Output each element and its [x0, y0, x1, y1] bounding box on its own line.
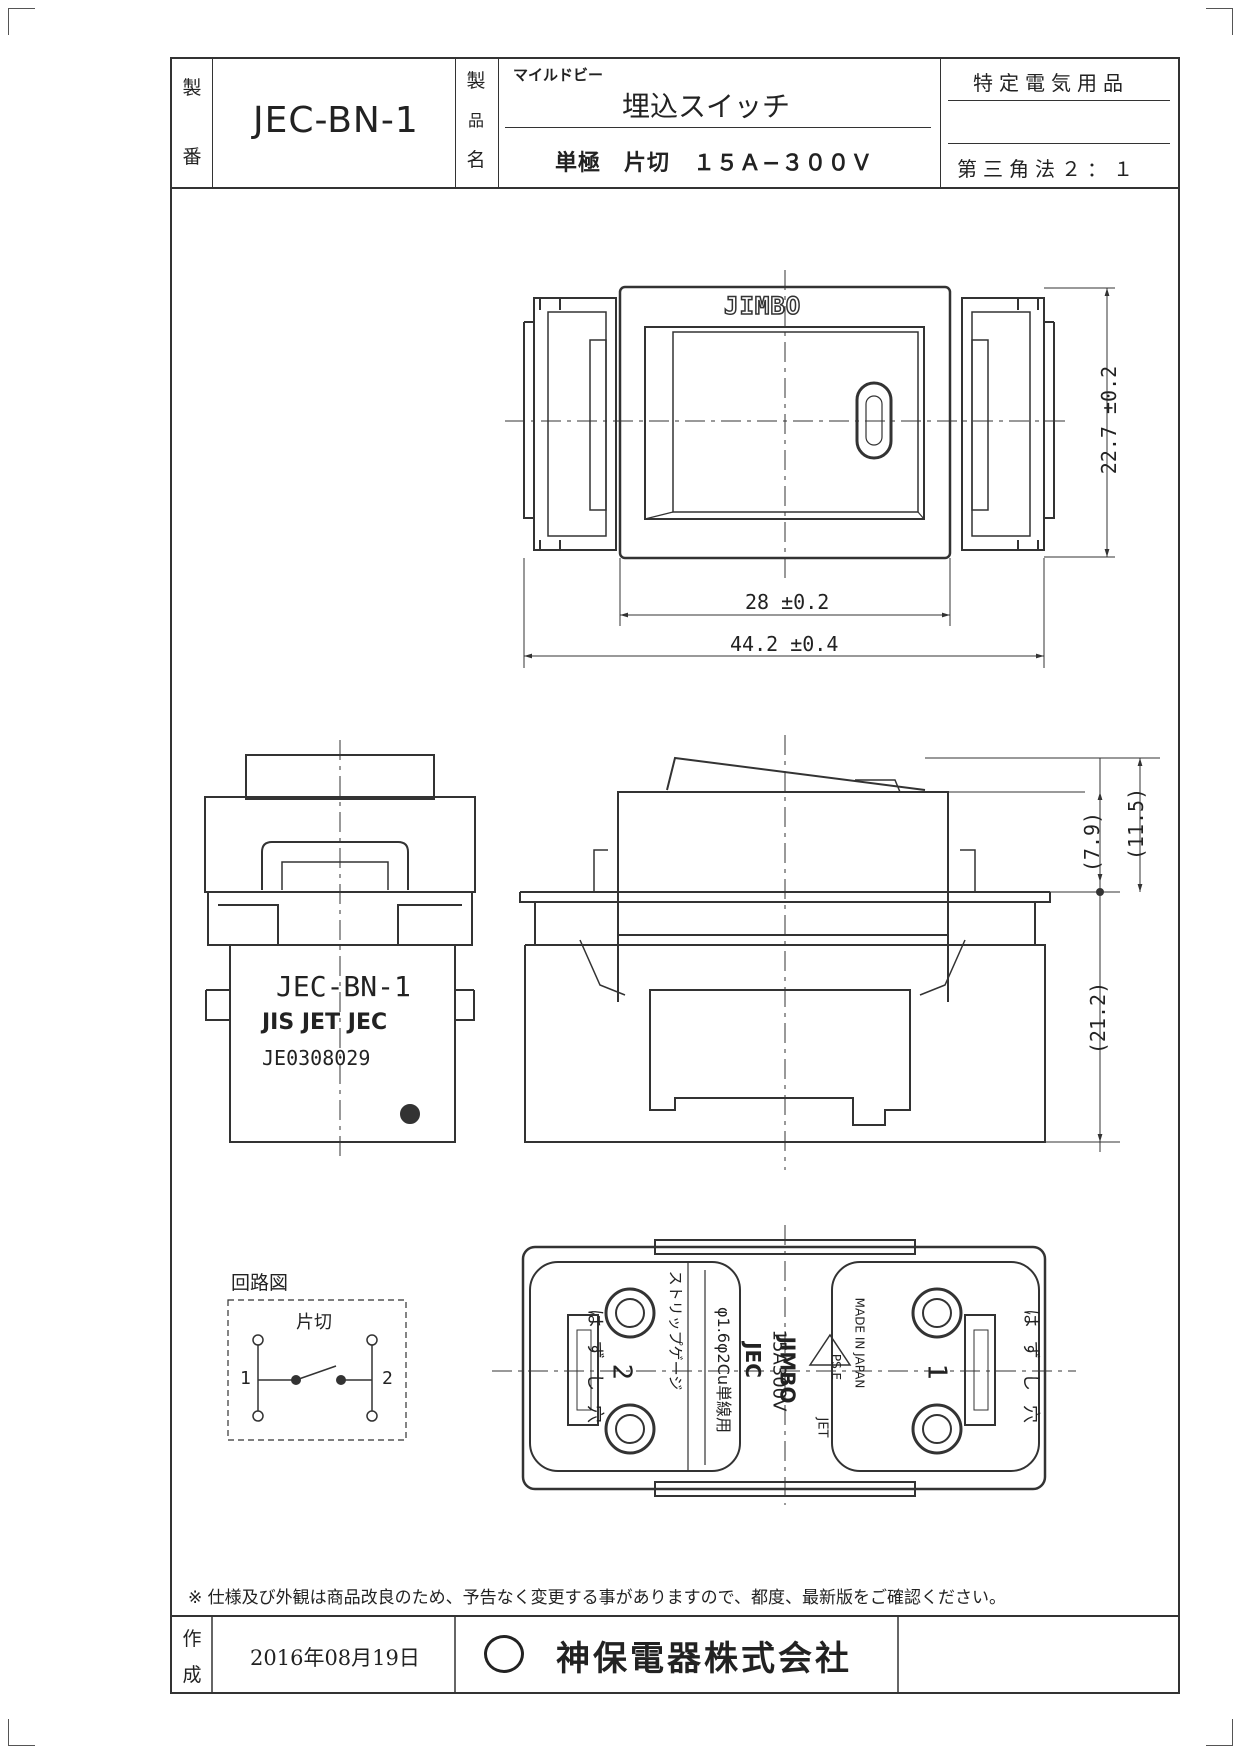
dim-width-outer: 44.2 ±0.4 — [730, 632, 839, 656]
wire-note: φ1.6φ2Cu単線用 — [714, 1306, 734, 1434]
series-name: マイルドビー — [513, 66, 604, 84]
product-label-1: 製 — [466, 70, 486, 92]
jet-label: JET — [814, 1417, 830, 1438]
dim-width-inner: 28 ±0.2 — [745, 590, 830, 614]
origin-label: MADE IN JAPAN — [852, 1297, 867, 1389]
terminal-1-label: 1 — [921, 1363, 952, 1381]
disclaimer-note: ※ 仕様及び外観は商品改良のため、予告なく変更する事がありますので、都度、最新版… — [188, 1588, 1006, 1608]
made-label-2: 成 — [182, 1664, 202, 1686]
creation-date: 2016年08月19日 — [250, 1646, 420, 1670]
pse-mark: PS E — [829, 1353, 844, 1381]
crop-mark-tl — [8, 8, 35, 35]
dim-11-5: (11.5) — [1124, 787, 1149, 861]
company-logo — [484, 1635, 524, 1673]
made-label-1: 作 — [182, 1628, 202, 1650]
side-model: JEC-BN-1 — [276, 970, 411, 1003]
product-label-2: 品 — [467, 111, 484, 130]
product-label-3: 名 — [466, 149, 486, 171]
side-view-right — [519, 735, 1160, 1170]
drawing-frame — [170, 57, 1180, 1694]
dim-7-9: (7.9) — [1080, 811, 1105, 873]
part-no-label-1: 製 — [182, 77, 202, 99]
hole-label-right: はずし穴 — [1020, 1309, 1041, 1437]
dim-21-2: (21.2) — [1086, 981, 1111, 1055]
product-spec: 単極 片切 １５Ａ−３００Ｖ — [555, 151, 874, 176]
front-view — [505, 270, 1115, 668]
side-view-left — [204, 740, 476, 1160]
projection-scale: 第三角法２：１ — [957, 157, 1139, 181]
back-view — [492, 1225, 1076, 1505]
strip-gauge-label: ストリップゲージ — [666, 1270, 685, 1391]
company-name: 神保電器株式会社 — [556, 1639, 852, 1679]
crop-mark-tr — [1206, 8, 1233, 35]
circuit-type: 片切 — [296, 1312, 332, 1333]
front-brand: JIMBO — [723, 291, 802, 321]
circuit-terminal-2: 2 — [382, 1368, 393, 1389]
crop-mark-br — [1206, 1719, 1233, 1746]
circuit-diagram — [227, 1299, 407, 1441]
part-number: JEC-BN-1 — [253, 100, 419, 141]
side-cert-no: JE0308029 — [262, 1046, 371, 1070]
dim-height: 22.7 ±0.2 — [1097, 365, 1122, 475]
hole-label-left: はずし穴 — [584, 1309, 605, 1437]
side-marks: JIS JET JEC — [262, 1010, 388, 1035]
back-brand-mark: JEC — [740, 1342, 765, 1378]
circuit-terminal-1: 1 — [240, 1368, 251, 1389]
crop-mark-bl — [8, 1719, 35, 1746]
regulation-category: 特定電気用品 — [973, 71, 1129, 95]
back-brand: JIMBO — [775, 1336, 800, 1404]
product-name: 埋込スイッチ — [622, 90, 791, 123]
part-no-label-2: 番 — [182, 146, 202, 168]
circuit-title: 回路図 — [231, 1272, 289, 1294]
terminal-2-label: 2 — [606, 1363, 637, 1381]
